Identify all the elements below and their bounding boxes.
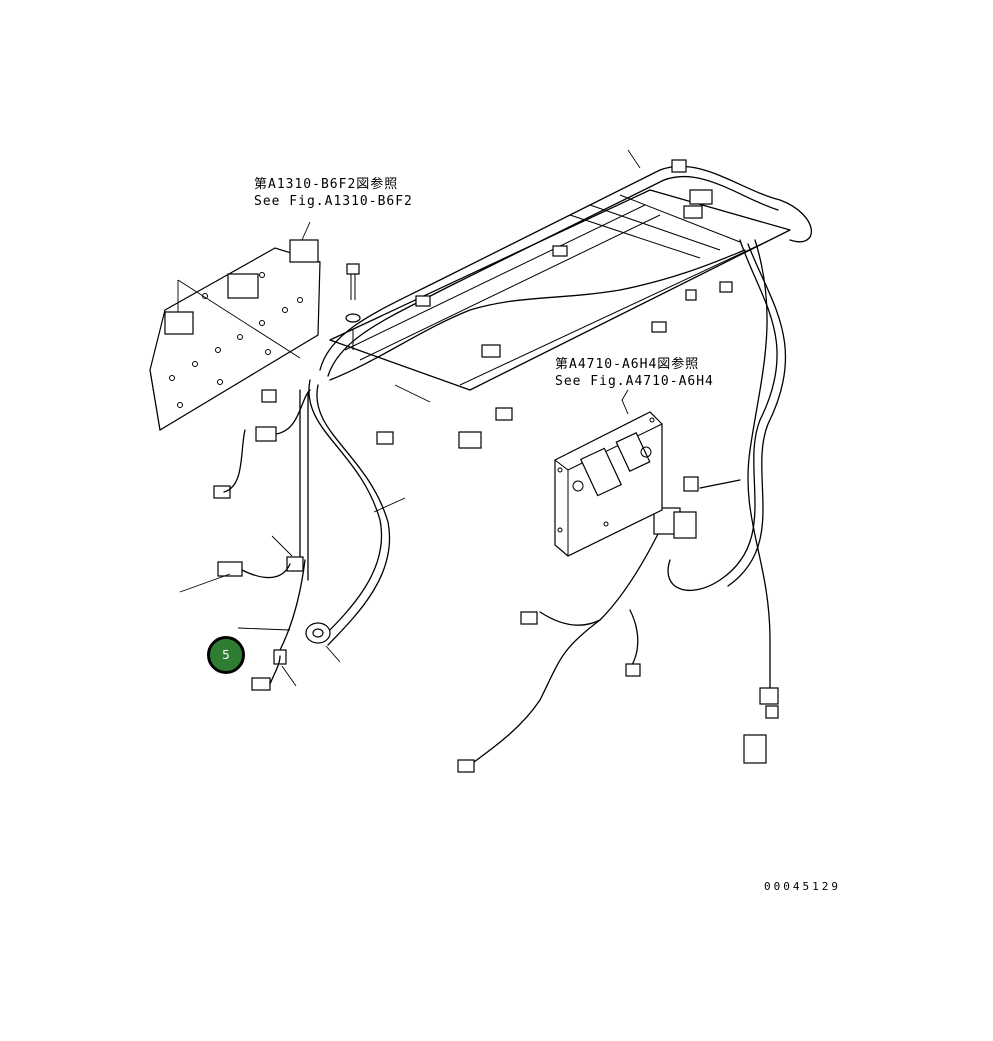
callout-number: 5 xyxy=(222,648,230,662)
reference-label-a1310: 第A1310-B6F2図参照 See Fig.A1310-B6F2 xyxy=(254,176,413,210)
main-harness xyxy=(279,165,813,766)
controller-unit xyxy=(554,411,663,557)
reference-jp: 第A1310-B6F2図参照 xyxy=(254,177,399,192)
callout-marker[interactable]: 5 xyxy=(207,636,245,674)
drawing-number: 00045129 xyxy=(764,880,841,893)
bolt xyxy=(345,263,361,350)
reference-en: See Fig.A4710-A6H4 xyxy=(555,374,714,389)
connectors xyxy=(213,159,779,773)
reference-jp: 第A4710-A6H4図参照 xyxy=(555,357,700,372)
leader-lines xyxy=(179,149,641,687)
reference-en: See Fig.A1310-B6F2 xyxy=(254,194,413,209)
mounting-bracket xyxy=(149,239,321,431)
reference-label-a4710: 第A4710-A6H4図参照 See Fig.A4710-A6H4 xyxy=(555,356,714,390)
